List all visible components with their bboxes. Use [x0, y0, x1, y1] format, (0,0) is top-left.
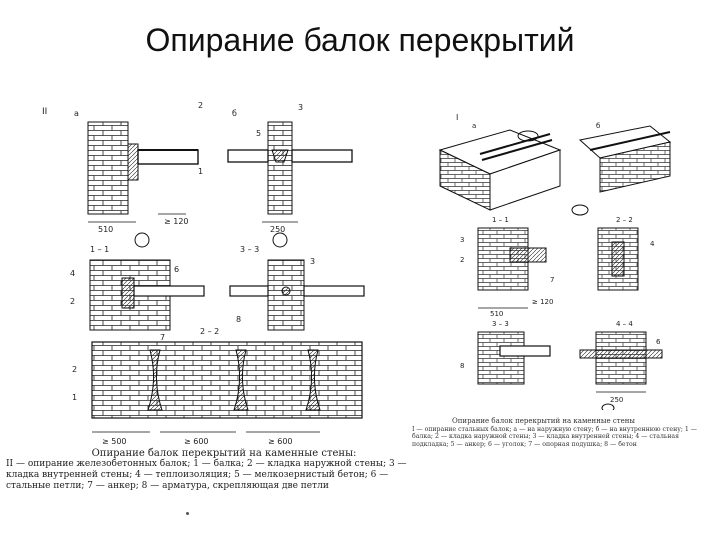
left-caption-body: II — опирание железобетонных балок; 1 — …	[6, 459, 407, 491]
right-technical-drawing: I а б 1 – 1 2 – 2 3 2 7 4 ≥ 120 510 3 – …	[438, 113, 672, 410]
section-title-1-1: 1 – 1	[90, 245, 109, 254]
svg-text:2: 2	[460, 256, 464, 264]
left-section-label: II	[42, 107, 47, 117]
svg-text:4 – 4: 4 – 4	[616, 320, 633, 328]
svg-text:а: а	[472, 122, 476, 130]
svg-text:250: 250	[610, 396, 623, 404]
svg-text:6: 6	[174, 265, 179, 274]
svg-text:3: 3	[310, 257, 315, 266]
svg-text:7: 7	[550, 276, 554, 284]
svg-text:б: б	[596, 122, 600, 130]
svg-text:7: 7	[160, 333, 165, 342]
dim-510: 510	[98, 225, 113, 234]
svg-text:8: 8	[236, 315, 241, 324]
right-caption: Опирание балок перекрытий на каменные ст…	[412, 417, 708, 448]
section-title-3-3: 3 – 3	[240, 245, 259, 254]
svg-text:≥ 120: ≥ 120	[532, 298, 553, 306]
left-view-b-label: б	[232, 109, 237, 118]
svg-text:3: 3	[298, 103, 303, 112]
svg-text:4: 4	[70, 269, 75, 278]
exterior-wall-section	[87, 121, 129, 215]
svg-text:2: 2	[72, 365, 77, 374]
slide-title: Опирание балок перекрытий	[145, 22, 575, 58]
callout-2: 2	[198, 101, 203, 110]
svg-text:1 – 1: 1 – 1	[492, 216, 509, 224]
svg-text:2: 2	[70, 297, 75, 306]
svg-text:3 – 3: 3 – 3	[492, 320, 509, 328]
svg-text:8: 8	[460, 362, 464, 370]
dim-600-b: ≥ 600	[268, 437, 293, 446]
right-section-label: I	[456, 113, 458, 122]
dim-600-a: ≥ 600	[184, 437, 209, 446]
dim-500: ≥ 500	[102, 437, 127, 446]
svg-text:2 – 2: 2 – 2	[616, 216, 633, 224]
beam-section	[137, 149, 199, 165]
left-caption: Опирание балок перекрытий на каменные ст…	[6, 448, 412, 492]
interior-wall-section	[267, 121, 293, 215]
left-view-a-label: а	[74, 109, 79, 118]
dim-250: 250	[270, 225, 285, 234]
svg-text:1: 1	[72, 393, 77, 402]
callout-1: 1	[198, 167, 203, 176]
svg-text:3: 3	[460, 236, 464, 244]
svg-text:6: 6	[656, 338, 661, 346]
scan-dot	[186, 512, 189, 515]
dim-120: ≥ 120	[164, 217, 189, 226]
section-title-2-2: 2 – 2	[200, 327, 219, 336]
svg-text:510: 510	[490, 310, 503, 318]
right-caption-title: Опирание балок перекрытий на каменные ст…	[452, 417, 636, 425]
right-caption-body: I — опирание стальных балок; а — на нару…	[412, 425, 697, 448]
svg-text:5: 5	[256, 129, 261, 138]
left-technical-drawing: II а б 510 ≥ 120 2 1 250 3 5 1 – 1 4 2 6…	[42, 101, 365, 446]
insulation-layer	[127, 143, 139, 181]
section-marker-circle	[134, 232, 150, 248]
elevation-2-2-masonry	[91, 341, 363, 419]
left-caption-title: Опирание балок перекрытий на каменные ст…	[91, 448, 357, 459]
svg-text:4: 4	[650, 240, 655, 248]
